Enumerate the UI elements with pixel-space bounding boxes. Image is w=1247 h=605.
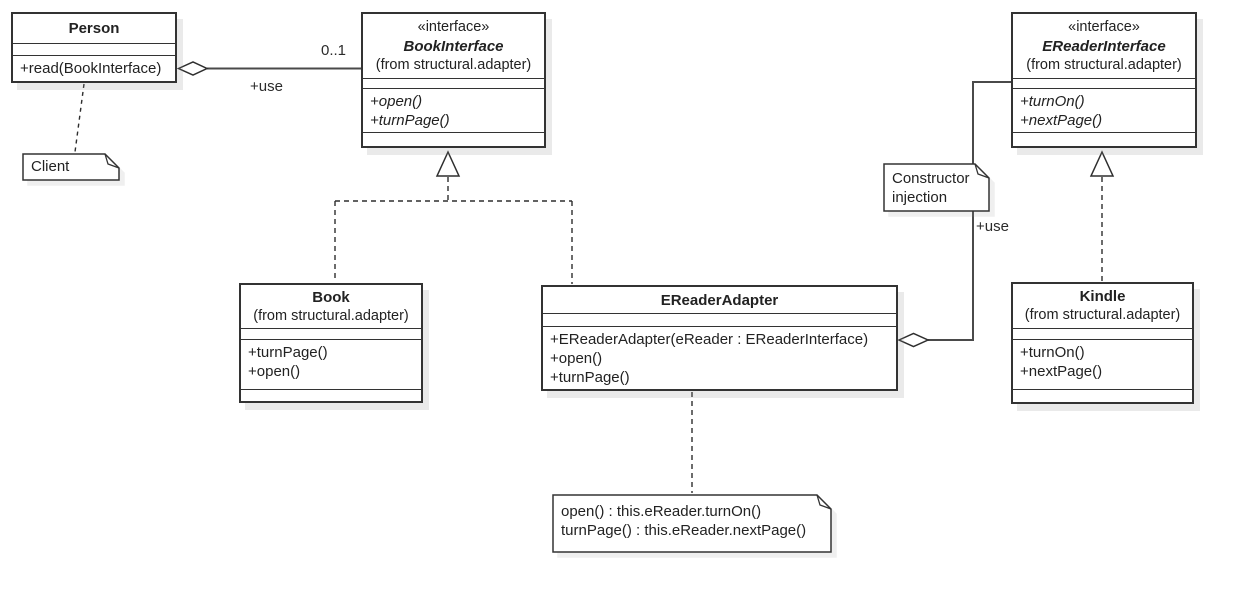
note-anchor-person-client: [74, 83, 85, 153]
association-use-label-person: +use: [250, 78, 283, 95]
note-fold-corner: [104, 153, 120, 169]
method: +open(): [550, 350, 603, 367]
method: +turnPage(): [370, 112, 450, 129]
note-fold-corner: [816, 494, 832, 510]
class-kindle[interactable]: Kindle (from structural.adapter) +turnOn…: [1011, 282, 1194, 404]
class-kindle-attributes: [1013, 328, 1192, 339]
class-person-attributes: [13, 43, 175, 55]
class-name: Person: [68, 20, 120, 37]
extra-compartment: [1013, 132, 1195, 146]
method: +turnPage(): [248, 344, 328, 361]
class-name: EReaderAdapter: [660, 291, 779, 309]
package-origin: (from structural.adapter): [1026, 56, 1182, 73]
method: +nextPage(): [1020, 112, 1103, 129]
package-origin: (from structural.adapter): [1024, 307, 1181, 323]
class-book-interface[interactable]: «interface» BookInterface (from structur…: [361, 12, 546, 148]
generalization-triangle-ereaderinterface: [1089, 150, 1115, 177]
method: +turnOn(): [1020, 344, 1085, 361]
class-book[interactable]: Book (from structural.adapter) +turnPage…: [239, 283, 423, 403]
method: +open(): [370, 93, 423, 110]
class-kindle-header: Kindle (from structural.adapter): [1013, 284, 1192, 328]
stereotype: «interface»: [417, 18, 490, 35]
class-book-interface-header: «interface» BookInterface (from structur…: [363, 14, 544, 78]
class-book-attributes: [241, 328, 421, 339]
class-name: Kindle: [1079, 288, 1126, 305]
note-constructor-injection-text: Constructor injection: [892, 169, 970, 207]
method: +nextPage(): [1020, 363, 1103, 380]
class-person-header: Person: [13, 14, 175, 43]
class-book-interface-attributes: [363, 78, 544, 88]
class-ereader-interface-header: «interface» EReaderInterface (from struc…: [1013, 14, 1195, 78]
class-person[interactable]: Person +read(BookInterface): [11, 12, 177, 83]
note-constructor-injection[interactable]: Constructor injection: [883, 163, 990, 212]
class-book-header: Book (from structural.adapter): [241, 285, 421, 328]
class-ereader-adapter-methods: +EReaderAdapter(eReader : EReaderInterfa…: [543, 326, 896, 389]
class-ereader-adapter-attributes: [543, 313, 896, 326]
package-origin: (from structural.adapter): [253, 307, 409, 324]
aggregation-diamond-person: [176, 61, 209, 76]
association-use-label-adapter: +use: [976, 218, 1009, 235]
extra-compartment: [241, 389, 421, 401]
note-outline: [552, 494, 832, 553]
method: +turnOn(): [1020, 93, 1085, 110]
method: +open(): [248, 363, 301, 380]
class-kindle-methods: +turnOn() +nextPage(): [1013, 339, 1192, 389]
note-line: Constructor: [892, 170, 970, 187]
note-line: open() : this.eReader.turnOn(): [561, 503, 762, 520]
class-name: BookInterface: [403, 37, 504, 55]
class-book-methods: +turnPage() +open(): [241, 339, 421, 389]
generalization-triangle-bookinterface: [435, 150, 461, 177]
class-person-methods: +read(BookInterface): [13, 55, 175, 81]
method: +turnPage(): [550, 369, 630, 386]
class-ereader-interface-methods: +turnOn() +nextPage(): [1013, 88, 1195, 132]
extra-compartment: [1013, 389, 1192, 402]
multiplicity-label: 0..1: [321, 42, 347, 59]
method: +EReaderAdapter(eReader : EReaderInterfa…: [550, 331, 869, 348]
class-ereader-adapter-header: EReaderAdapter: [543, 287, 896, 313]
note-adapter-implementation-text: open() : this.eReader.turnOn() turnPage(…: [561, 502, 806, 540]
extra-compartment: [363, 132, 544, 146]
method: +read(BookInterface): [20, 60, 162, 77]
note-outline: [883, 163, 990, 212]
note-line: turnPage() : this.eReader.nextPage(): [561, 522, 807, 539]
class-ereader-interface[interactable]: «interface» EReaderInterface (from struc…: [1011, 12, 1197, 148]
note-client-text: Client: [31, 158, 70, 175]
aggregation-diamond-adapter: [897, 332, 930, 348]
note-outline: [22, 153, 120, 181]
stereotype: «interface»: [1068, 18, 1140, 35]
class-book-interface-methods: +open() +turnPage(): [363, 88, 544, 132]
note-client[interactable]: Client: [22, 153, 120, 181]
class-name: Book: [312, 288, 350, 306]
class-name: EReaderInterface: [1042, 37, 1166, 55]
note-fold-corner: [974, 163, 990, 179]
package-origin: (from structural.adapter): [375, 56, 532, 73]
note-adapter-implementation[interactable]: open() : this.eReader.turnOn() turnPage(…: [552, 494, 832, 553]
class-ereader-adapter[interactable]: EReaderAdapter +EReaderAdapter(eReader :…: [541, 285, 898, 391]
class-ereader-interface-attributes: [1013, 78, 1195, 88]
note-line: injection: [892, 189, 948, 206]
